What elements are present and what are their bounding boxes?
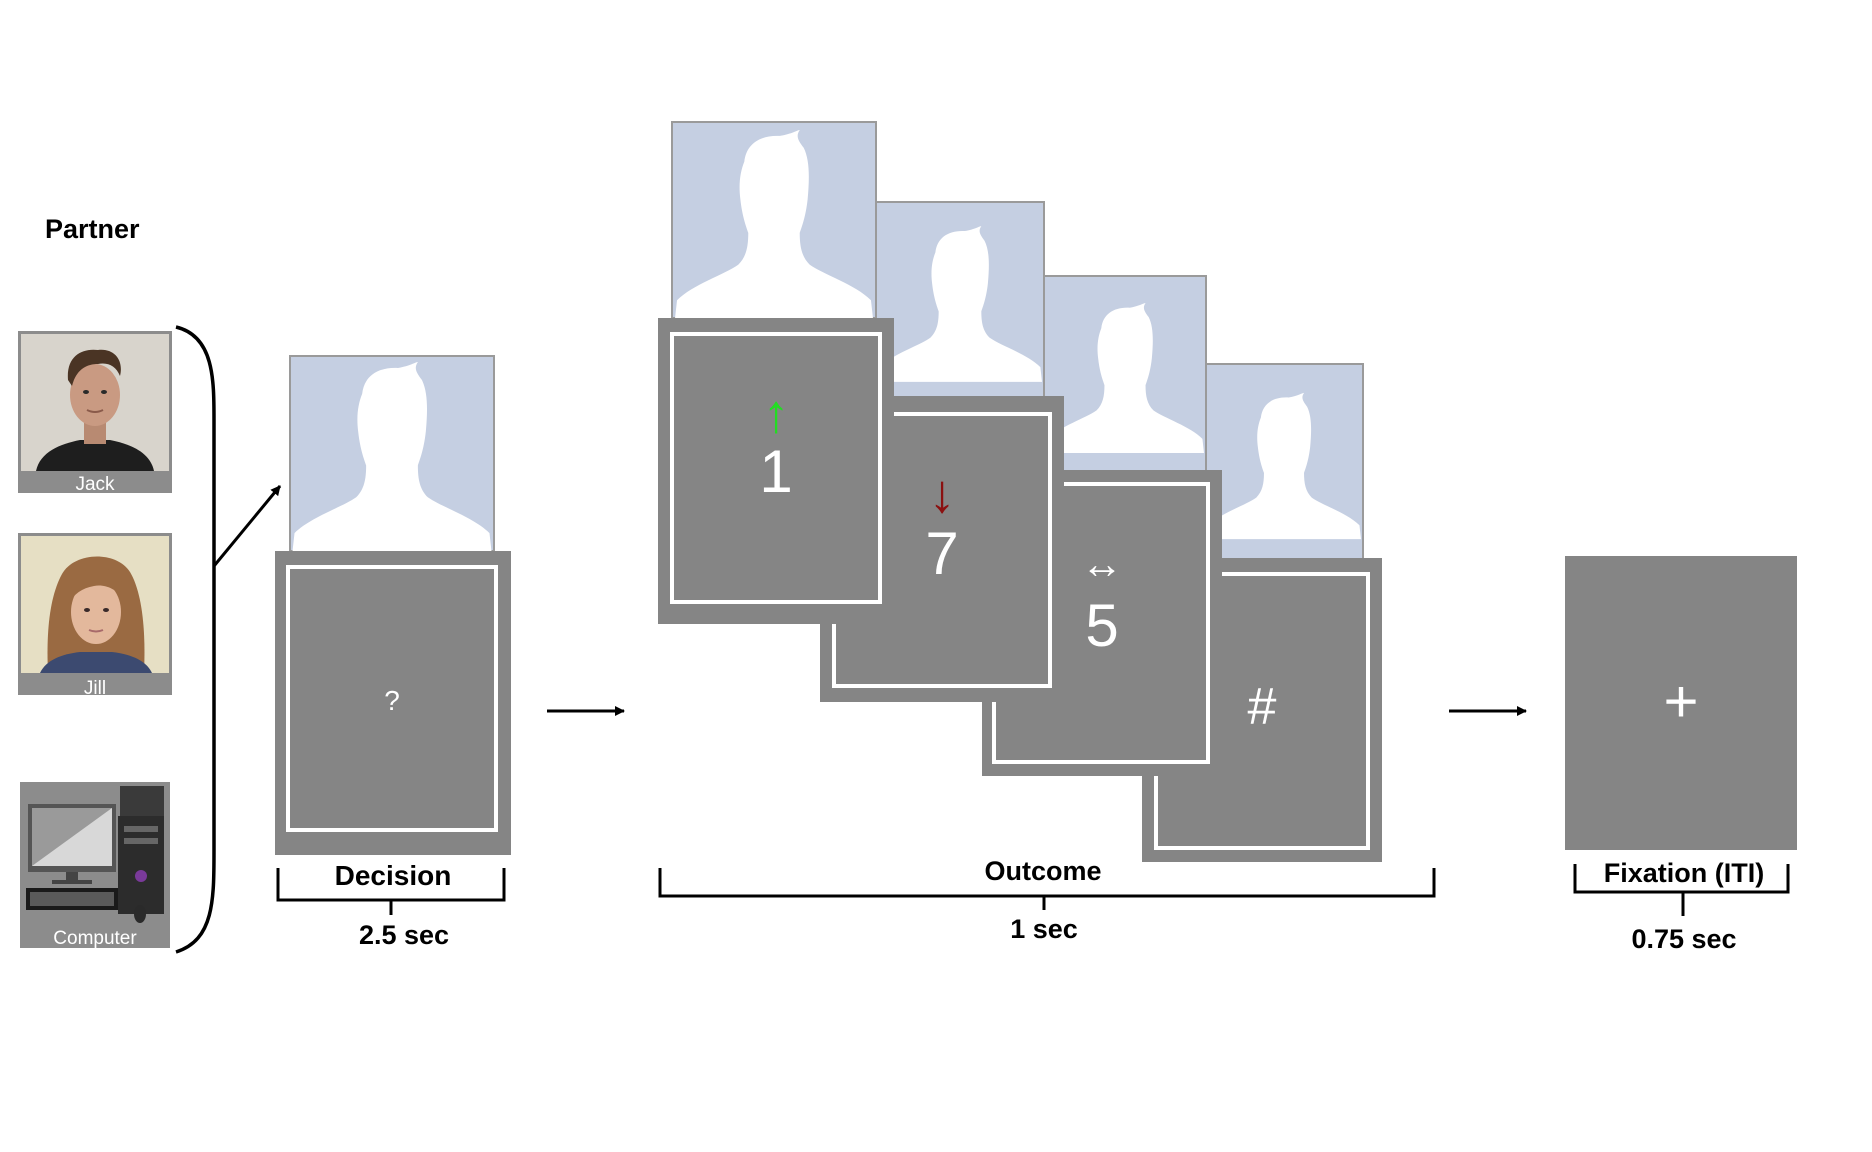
fixation-card: + <box>1565 556 1797 850</box>
person-photo-icon <box>21 334 169 471</box>
decision-symbol: ? <box>384 685 400 716</box>
decision-partner-silhouette <box>289 355 495 552</box>
outcome-value: 5 <box>1085 592 1118 659</box>
outcome-value: 1 <box>759 438 792 505</box>
outcome-card-4: # <box>1142 363 1382 862</box>
decision-duration: 2.5 sec <box>359 920 449 950</box>
decision-card: ? <box>275 551 511 855</box>
decision-bracket <box>276 868 506 915</box>
outcome-value: # <box>1248 678 1277 736</box>
outcome-label: Outcome <box>984 856 1101 886</box>
outcome-arrow: ↑ <box>763 384 790 444</box>
outcome-duration: 1 sec <box>1010 914 1078 944</box>
partner-bracket <box>175 325 216 954</box>
fixation-label: Fixation (ITI) <box>1604 858 1764 888</box>
outcome-card-2: ↓ 7 <box>820 201 1064 702</box>
arrow-to-decision <box>212 485 282 567</box>
fixation-duration: 0.75 sec <box>1631 924 1736 954</box>
computer-icon <box>26 786 164 923</box>
partner-jill: Jill <box>18 533 172 699</box>
partner-name: Computer <box>53 928 137 949</box>
outcome-bracket <box>658 868 1436 910</box>
outcome-value: 7 <box>925 520 958 587</box>
partner-name: Jill <box>84 678 106 699</box>
fixation-bracket <box>1573 864 1790 916</box>
decision-label: Decision <box>335 860 452 891</box>
partner-computer: Computer <box>20 782 170 949</box>
outcome-card-1: ↑ 1 <box>658 121 894 624</box>
partner-name: Jack <box>75 474 115 495</box>
person-photo-icon <box>21 536 169 673</box>
partner-jack: Jack <box>18 331 172 495</box>
outcome-arrow: ↔ <box>1081 540 1123 587</box>
partner-heading: Partner <box>45 214 140 244</box>
outcome-arrow: ↓ <box>929 464 956 524</box>
fixation-symbol: + <box>1663 668 1698 735</box>
